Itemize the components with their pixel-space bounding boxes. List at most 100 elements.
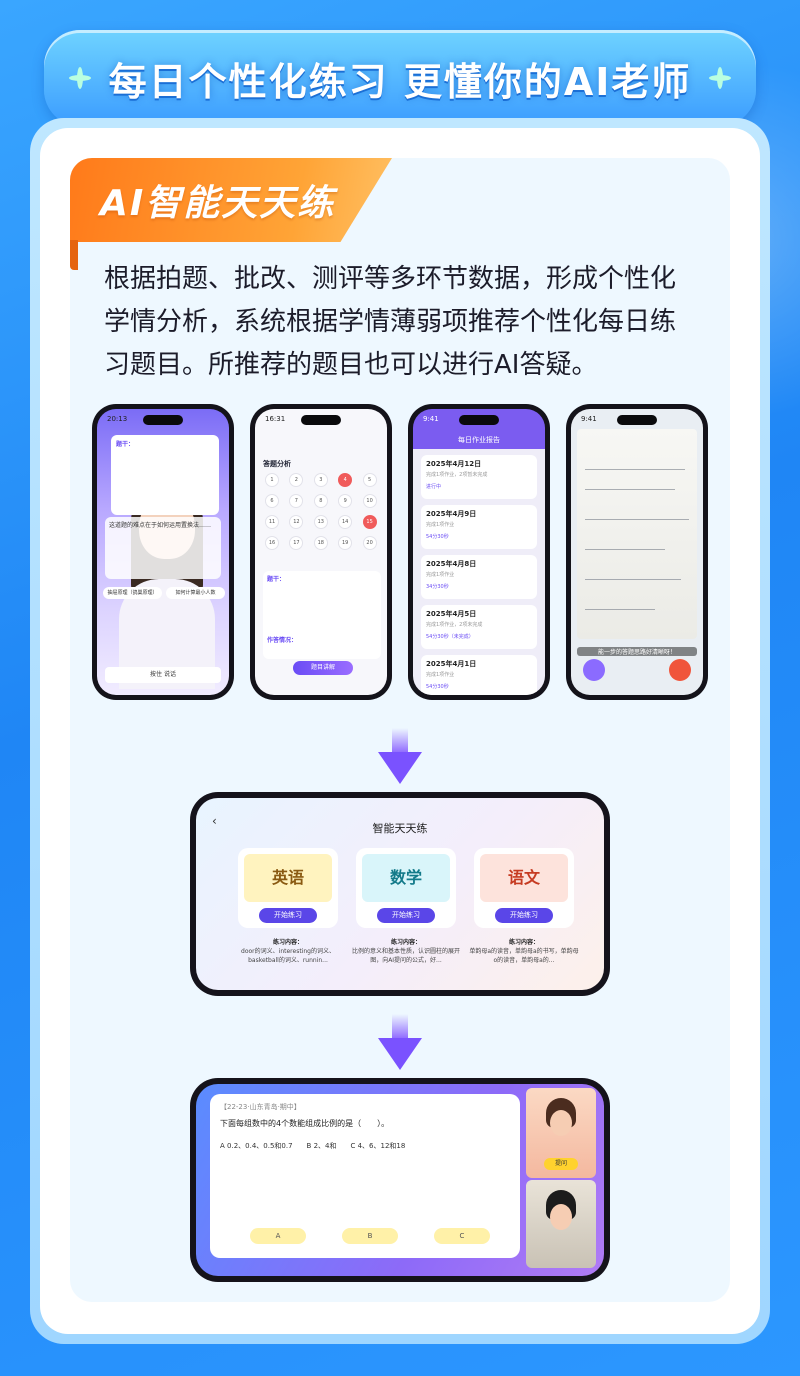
- phone-screen: 9:41 每日作业报告 2025年4月12日 完成1项作业，2项暂未完成 进行中…: [413, 409, 545, 695]
- question-label: 题干：: [116, 441, 135, 448]
- status-time: 9:41: [581, 415, 597, 423]
- question-number[interactable]: 20: [362, 536, 377, 550]
- answer-a-button[interactable]: A: [250, 1228, 306, 1244]
- dynamic-island: [301, 415, 341, 425]
- tablet-practice: ‹ 智能天天练 英语 开始练习 练习内容： door的词义、interestin…: [190, 792, 610, 996]
- question-number[interactable]: 16: [265, 536, 279, 550]
- phone-video-call: 9:41 能一步的答题思路好清晰呀！: [566, 404, 708, 700]
- subject-card-english[interactable]: 英语 开始练习: [238, 848, 338, 928]
- question-number[interactable]: 8: [313, 494, 328, 508]
- start-practice-button[interactable]: 开始练习: [377, 908, 435, 923]
- answer-b-button[interactable]: B: [342, 1228, 398, 1244]
- question-card: 题干： 作答情况：: [263, 571, 381, 659]
- question-number[interactable]: 14: [338, 515, 353, 529]
- answer-c-button[interactable]: C: [434, 1228, 490, 1244]
- tablet-screen: 【22-23·山东青岛·期中】 下面每组数中的4个数能组成比例的是（ ）。 A …: [196, 1084, 604, 1276]
- question-number[interactable]: 11: [265, 515, 279, 529]
- homework-photo: [577, 429, 697, 639]
- status-time: 20:13: [107, 415, 128, 423]
- question-number[interactable]: 17: [289, 536, 304, 550]
- question-card: 题干：: [111, 435, 219, 515]
- question-number[interactable]: 9: [338, 494, 353, 508]
- avatar-face: [550, 1110, 572, 1136]
- info-label: 练习内容：: [390, 939, 421, 946]
- report-item[interactable]: 2025年4月8日 完成1项作业 34分30秒: [421, 555, 537, 599]
- report-status: 34分30秒: [426, 584, 449, 590]
- phone-screen: 9:41 能一步的答题思路好清晰呀！: [571, 409, 703, 695]
- phone-screen: 20:13 题干： 这道题的难点在于如何运用置换法…… 抽屉原理（鸽巢原理） 如…: [97, 409, 229, 695]
- question-number[interactable]: 7: [289, 494, 304, 508]
- report-date: 2025年4月5日: [426, 610, 477, 618]
- section-description: 根据拍题、批改、测评等多环节数据，形成个性化学情分析，系统根据学情薄弱项推荐个性…: [104, 264, 677, 380]
- subject-card-chinese[interactable]: 语文 开始练习: [474, 848, 574, 928]
- dynamic-island: [459, 415, 499, 425]
- info-text: 比例的意义和基本性质，认识圆柱的展开图，向AI提问的公式，好...: [351, 948, 460, 964]
- subject-card-math[interactable]: 数学 开始练习: [356, 848, 456, 928]
- hang-up-button[interactable]: [669, 659, 691, 681]
- work-label: 作答情况：: [267, 637, 298, 644]
- question-source: 【22-23·山东青岛·期中】: [220, 1103, 301, 1111]
- status-time: 9:41: [423, 415, 439, 423]
- option-c: C 4、6、12和18: [350, 1142, 406, 1150]
- suggestion-row: 抽屉原理（鸽巢原理） 如何计算最小人数: [103, 587, 225, 599]
- question-number[interactable]: 2: [289, 473, 304, 487]
- suggestion-button[interactable]: 抽屉原理（鸽巢原理）: [103, 587, 162, 599]
- report-item[interactable]: 2025年4月5日 完成1项作业，2项未完成 54分30秒（未完成）: [421, 605, 537, 649]
- report-item[interactable]: 2025年4月12日 完成1项作业，2项暂未完成 进行中: [421, 455, 537, 499]
- phone-daily-report: 9:41 每日作业报告 2025年4月12日 完成1项作业，2项暂未完成 进行中…: [408, 404, 550, 700]
- arrow-down-icon: [378, 728, 422, 784]
- info-text: 单韵母a的读音，单韵母a的书写，单韵母o的读音，单韵母a的...: [469, 948, 579, 964]
- question-number[interactable]: 1: [265, 473, 279, 487]
- report-meta: 完成1项作业，2项未完成: [426, 622, 483, 628]
- info-text: door的词义、interesting的词义、basketball的词义、run…: [241, 948, 335, 964]
- ask-button[interactable]: 提问: [544, 1158, 578, 1170]
- info-label: 练习内容：: [272, 939, 303, 946]
- start-practice-button[interactable]: 开始练习: [495, 908, 553, 923]
- question-number[interactable]: 3: [313, 473, 328, 487]
- question-number[interactable]: 13: [313, 515, 328, 529]
- dynamic-island: [617, 415, 657, 425]
- subject-info: 练习内容： 单韵母a的读音，单韵母a的书写，单韵母o的读音，单韵母a的...: [468, 938, 580, 965]
- report-date: 2025年4月8日: [426, 560, 477, 568]
- question-number-wrong[interactable]: 15: [362, 515, 377, 529]
- question-number[interactable]: 6: [265, 494, 279, 508]
- question-number[interactable]: 19: [338, 536, 353, 550]
- report-meta: 完成1项作业，2项暂未完成: [426, 472, 488, 478]
- screen-title: 每日作业报告: [458, 436, 500, 444]
- report-status: 54分30秒: [426, 684, 449, 690]
- question-number[interactable]: 18: [313, 536, 328, 550]
- tablet-ai-qa: 【22-23·山东青岛·期中】 下面每组数中的4个数能组成比例的是（ ）。 A …: [190, 1078, 610, 1282]
- ai-teacher-video: 提问: [526, 1088, 596, 1178]
- question-number[interactable]: 12: [289, 515, 304, 529]
- status-time: 16:31: [265, 415, 286, 423]
- avatar: [583, 659, 605, 681]
- page-title: 每日个性化练习 更懂你的AI老师: [108, 59, 692, 104]
- question-number-wrong[interactable]: 4: [338, 473, 353, 487]
- option-b: B 2、4和: [306, 1142, 337, 1150]
- dynamic-island: [143, 415, 183, 425]
- phone-screens-row: 20:13 题干： 这道题的难点在于如何运用置换法…… 抽屉原理（鸽巢原理） 如…: [92, 404, 712, 700]
- answer-buttons: A B C: [250, 1228, 490, 1244]
- hold-to-talk-button[interactable]: 按住 说话: [105, 667, 221, 683]
- header-banner: 每日个性化练习 更懂你的AI老师: [44, 30, 756, 126]
- section-tag: [70, 158, 392, 242]
- phone-screen: 16:31 答题分析 1 2 3 4 5 6 7 8 9 10 11 12 13…: [255, 409, 387, 695]
- student-video: [526, 1180, 596, 1268]
- back-icon[interactable]: ‹: [212, 814, 217, 828]
- screen-title: 智能天天练: [372, 822, 428, 835]
- report-status: 进行中: [426, 484, 442, 490]
- question-number[interactable]: 5: [362, 473, 377, 487]
- suggestion-button[interactable]: 如何计算最小人数: [166, 587, 225, 599]
- report-item[interactable]: 2025年4月9日 完成1项作业 54分30秒: [421, 505, 537, 549]
- question-stem: 下面每组数中的4个数能组成比例的是（ ）。: [220, 1119, 390, 1128]
- avatar-face: [550, 1204, 572, 1230]
- question-panel: 【22-23·山东青岛·期中】 下面每组数中的4个数能组成比例的是（ ）。 A …: [210, 1094, 520, 1258]
- phone-answer-analysis: 16:31 答题分析 1 2 3 4 5 6 7 8 9 10 11 12 13…: [250, 404, 392, 700]
- question-number[interactable]: 10: [362, 494, 377, 508]
- start-practice-button[interactable]: 开始练习: [259, 908, 317, 923]
- subject-info: 练习内容： door的词义、interesting的词义、basketball的…: [232, 938, 344, 965]
- report-item[interactable]: 2025年4月1日 完成1项作业 54分30秒: [421, 655, 537, 695]
- explain-button[interactable]: 题目讲解: [293, 661, 353, 675]
- phone-ai-tutor: 20:13 题干： 这道题的难点在于如何运用置换法…… 抽屉原理（鸽巢原理） 如…: [92, 404, 234, 700]
